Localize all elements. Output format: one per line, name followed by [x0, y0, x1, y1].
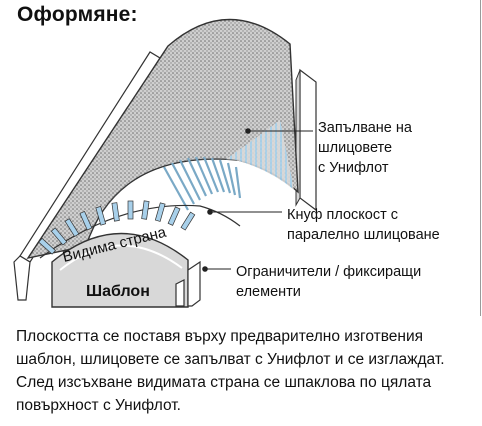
rear-support [295, 68, 317, 212]
plasterboard-surface [26, 18, 299, 260]
caption-line: След изсъхване видимата страна се шпакло… [16, 374, 432, 391]
parallel-slots [163, 156, 242, 211]
callout-limiters: Ограничители / фиксиращи елементи [236, 264, 422, 300]
caption-line: Плоскостта се поставя върху предварителн… [16, 328, 424, 345]
caption-line: шаблон, шлицовете се запълват с Унифлот … [16, 351, 445, 368]
callout-slot-filling: Запълване на шлицовете с Унифлот [318, 120, 412, 176]
illustration-panel: Видима страна Шаблон Оформяне: Запълване… [13, 0, 481, 316]
callout-slotted-board: Кнуф плоскост с паралелно шлицоване [287, 207, 440, 243]
leader-lines [202, 128, 313, 272]
right-limiter [175, 260, 201, 307]
forming-diagram: Видима страна Шаблон [13, 18, 317, 308]
template-label: Шаблон [86, 283, 150, 300]
instruction-caption: Плоскостта се поставя върху предварителн… [16, 325, 476, 417]
section-heading: Оформяне: [17, 3, 138, 26]
slot-edge-teeth [38, 200, 196, 255]
caption-line: повърхност с Унифлот. [16, 397, 181, 414]
